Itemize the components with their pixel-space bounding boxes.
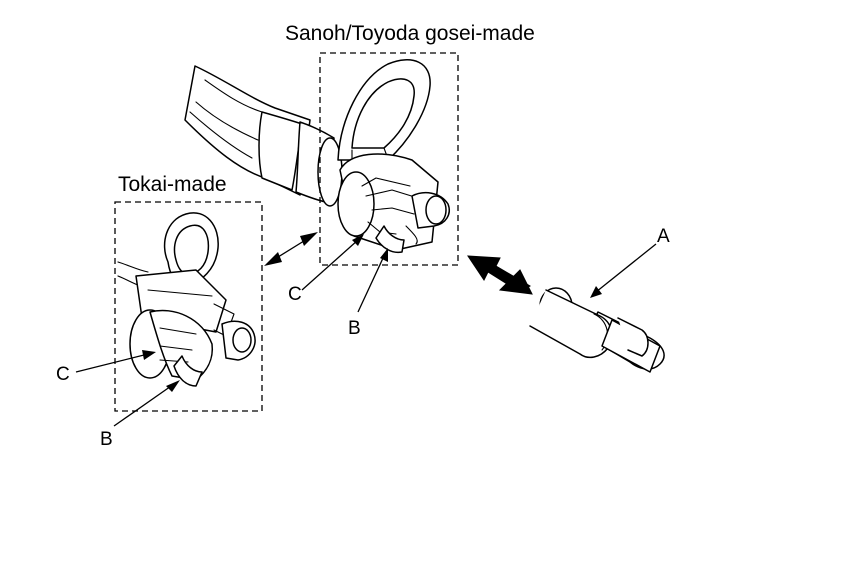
pull-direction-arrow-icon — [467, 255, 533, 295]
tokai-detail-box — [114, 201, 263, 412]
callout-b-left: B — [100, 429, 113, 450]
callout-c-top: C — [288, 284, 302, 305]
sanoh-detail-box — [319, 52, 459, 266]
tokai-connector — [129, 212, 256, 387]
callout-a: A — [657, 226, 670, 247]
callout-leaders — [75, 234, 657, 427]
callout-c-left: C — [56, 364, 70, 385]
sanoh-connector — [337, 59, 450, 254]
tokai-title: Tokai-made — [118, 173, 227, 196]
swap-arrow-icon — [264, 232, 318, 266]
fuel-pipe-a — [529, 287, 665, 373]
sanoh-title: Sanoh/Toyoda gosei-made — [285, 22, 535, 45]
callout-b-top: B — [348, 318, 361, 339]
